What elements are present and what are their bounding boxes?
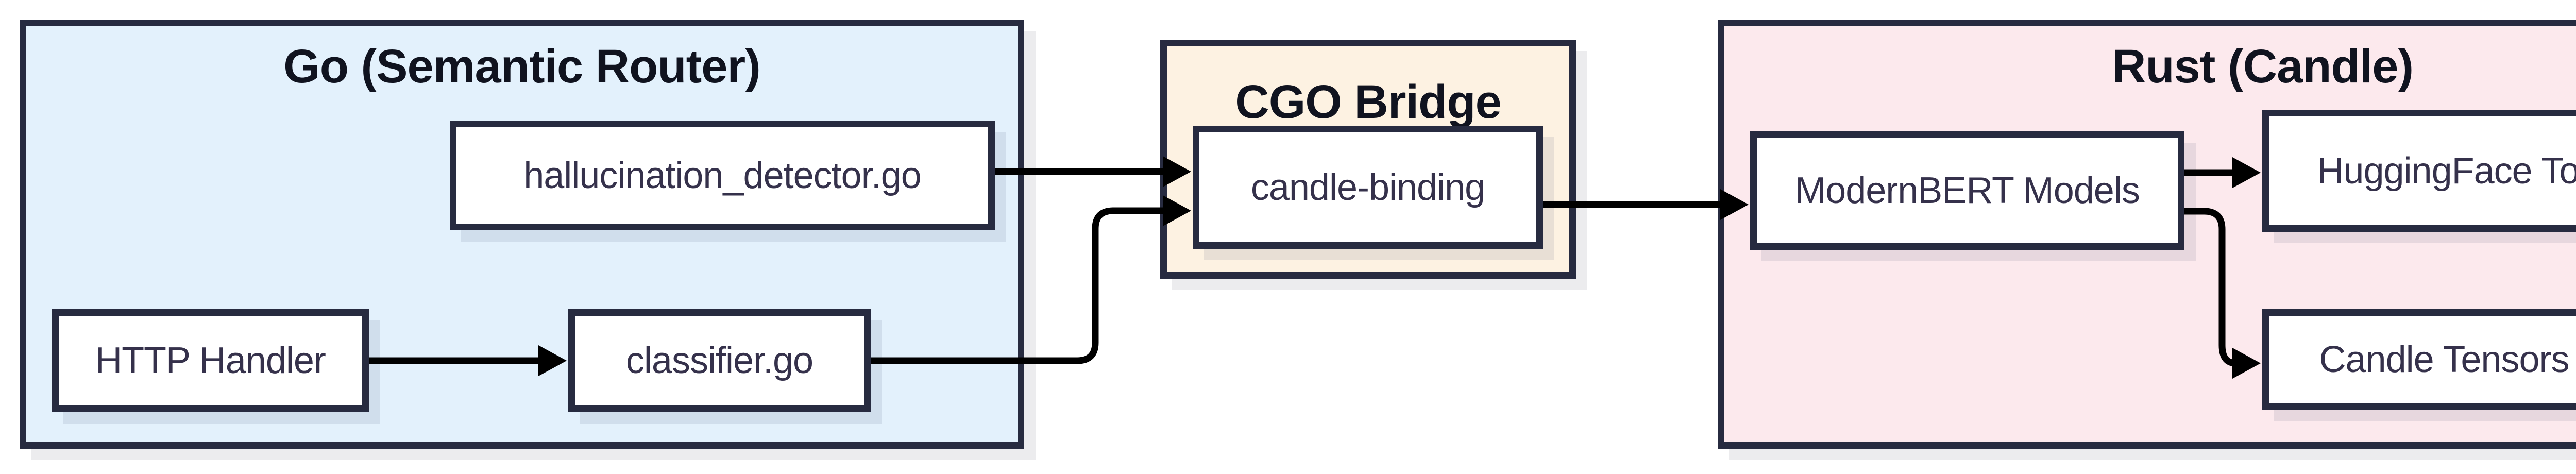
node-candle-binding-label: candle-binding	[1250, 166, 1485, 208]
container-cgo-title: CGO Bridge	[1235, 76, 1501, 128]
node-classifier: classifier.go	[568, 309, 871, 412]
node-candle-tensors: Candle Tensors	[2262, 309, 2576, 410]
container-rust-title: Rust (Candle)	[2112, 40, 2414, 93]
node-candle-binding: candle-binding	[1193, 126, 1543, 249]
node-hallucination-detector-label: hallucination_detector.go	[523, 155, 922, 196]
node-modernbert-models-label: ModernBERT Models	[1795, 170, 2140, 211]
node-candle-tensors-label: Candle Tensors	[2319, 339, 2570, 380]
node-http-handler-label: HTTP Handler	[95, 340, 326, 381]
node-http-handler: HTTP Handler	[52, 309, 369, 412]
container-go-title: Go (Semantic Router)	[283, 40, 761, 93]
node-huggingface-tokenizers: HuggingFace Tokenizers	[2262, 110, 2576, 232]
node-hallucination-detector: hallucination_detector.go	[450, 121, 995, 230]
node-classifier-label: classifier.go	[625, 340, 814, 381]
node-huggingface-tokenizers-label: HuggingFace Tokenizers	[2317, 150, 2576, 192]
node-modernbert-models: ModernBERT Models	[1750, 131, 2184, 250]
